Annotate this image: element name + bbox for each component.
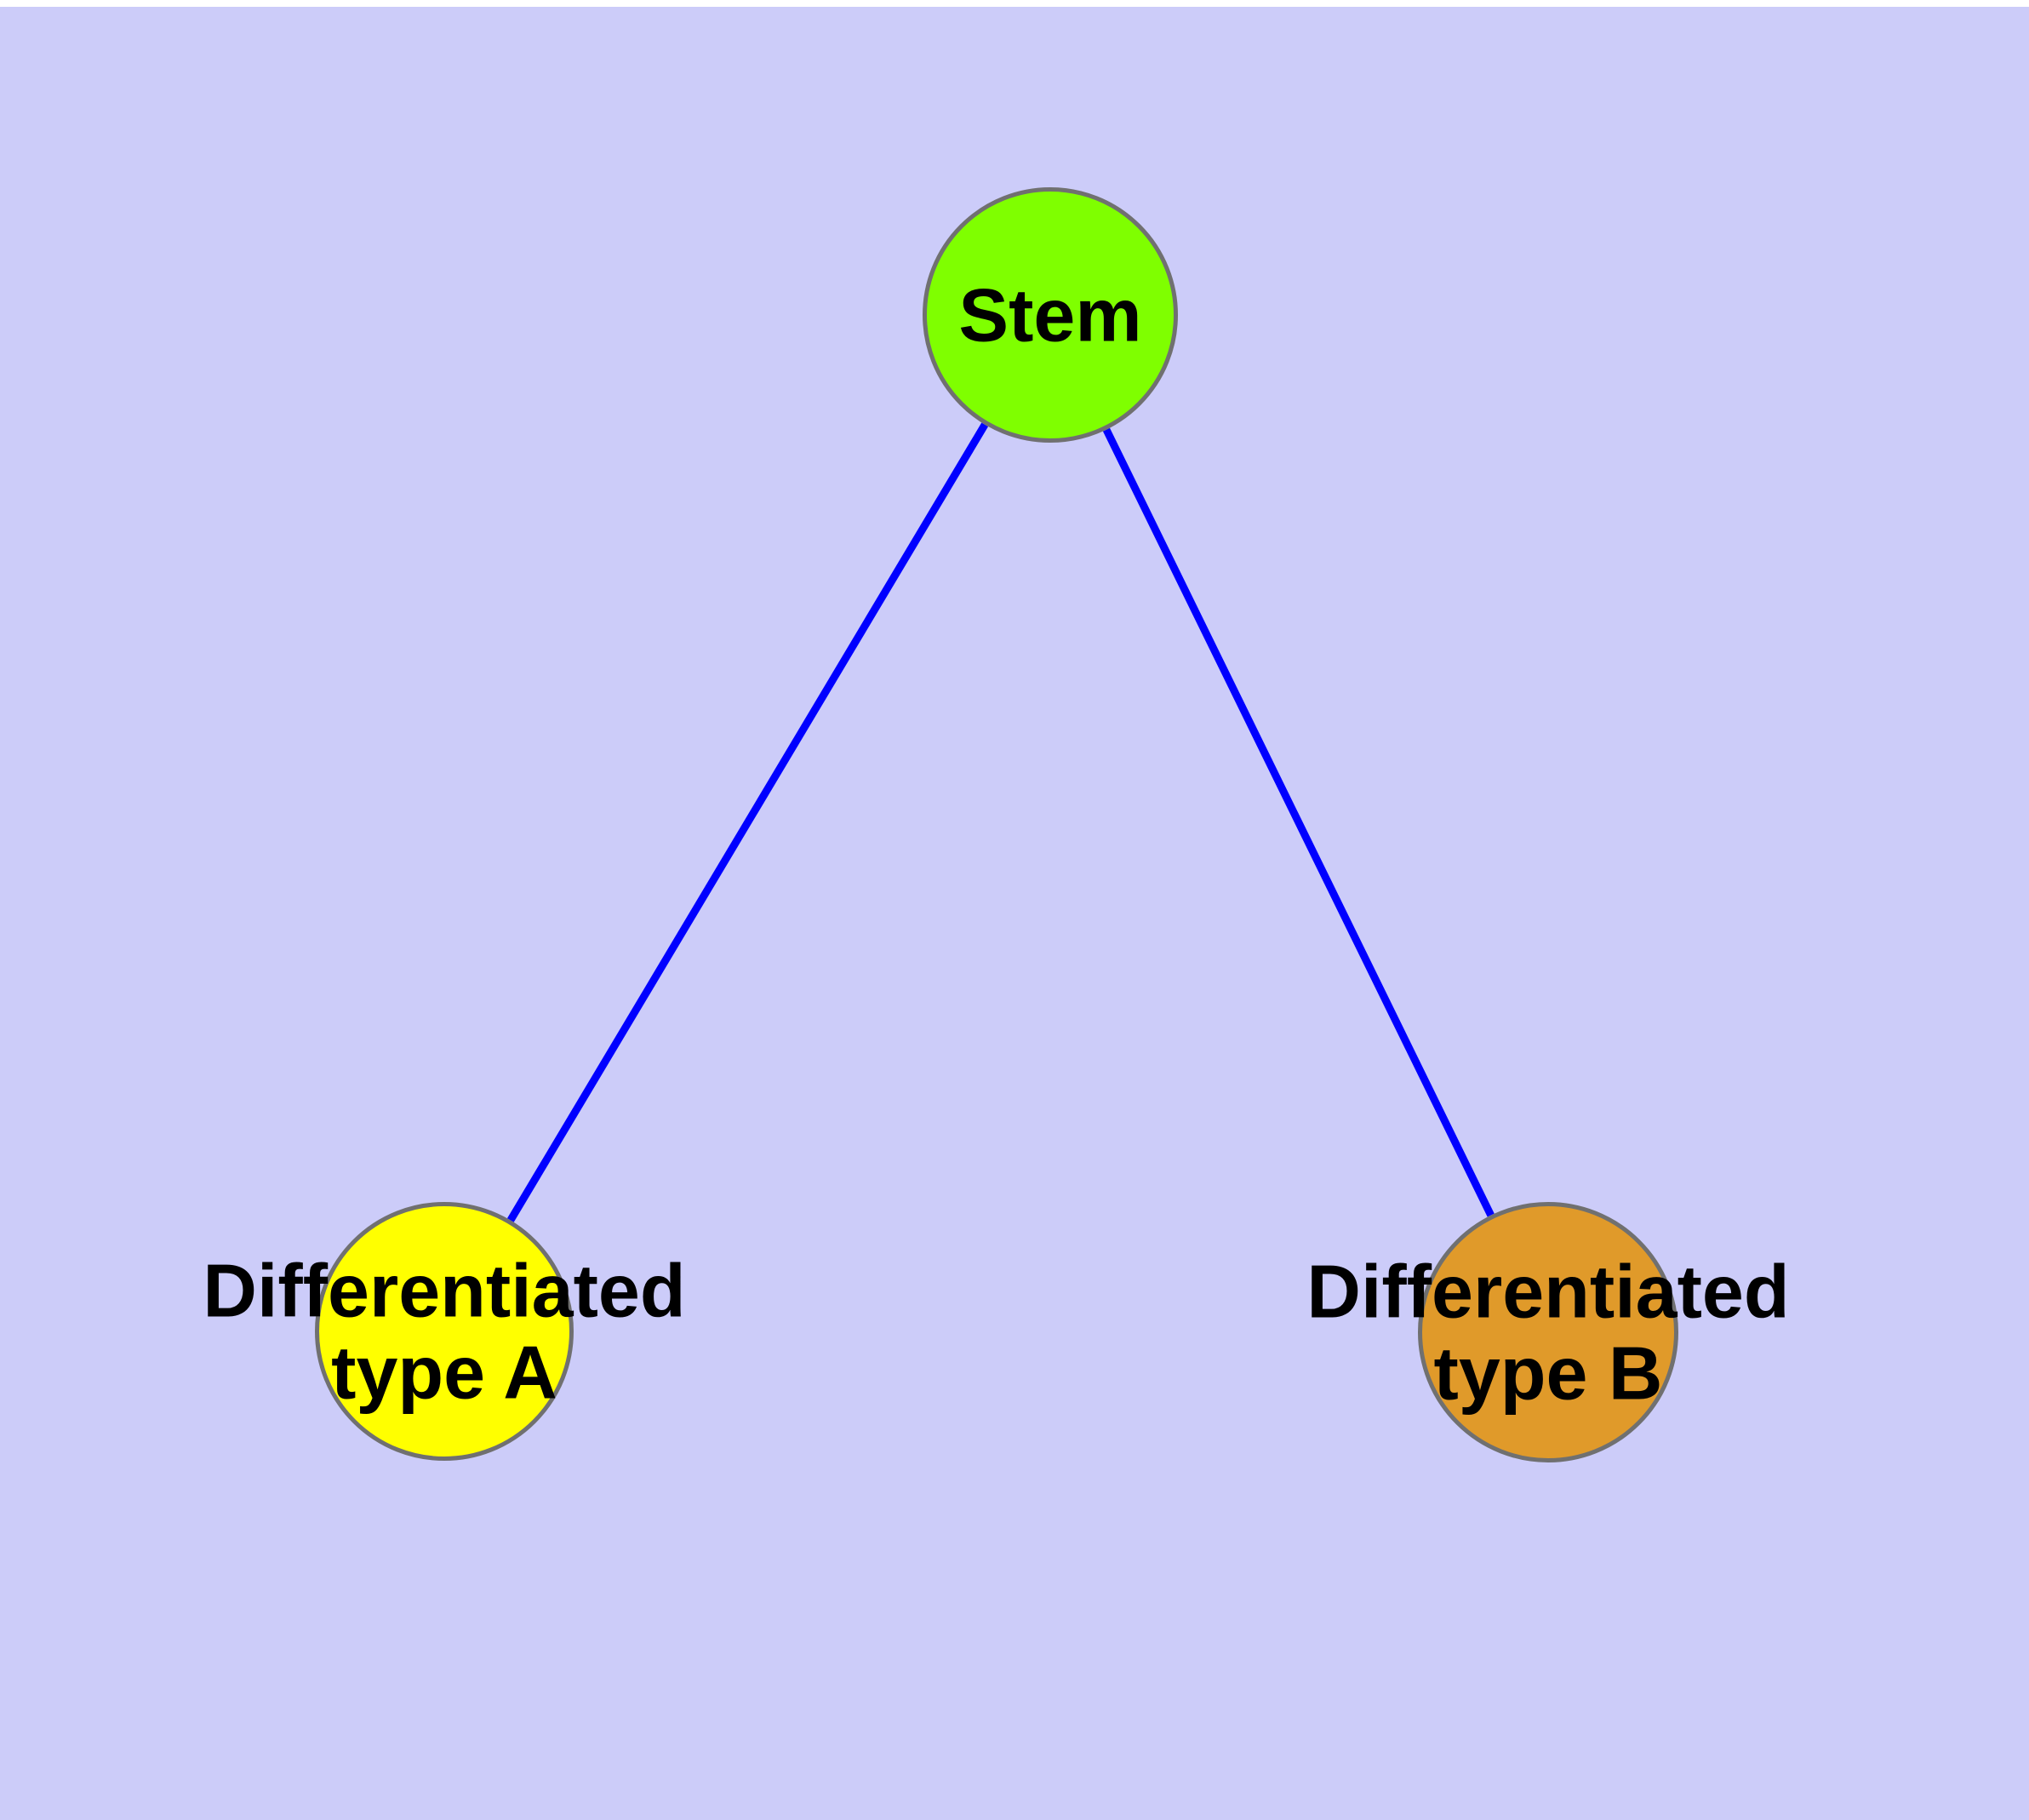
stem-node-label: Stem <box>958 273 1141 358</box>
edge-stem-to-type-a[interactable] <box>506 422 989 1222</box>
differentiated-type-a-node-label-line-1: Differentiated <box>203 1249 685 1333</box>
edges-layer <box>506 422 1495 1222</box>
stem-node[interactable] <box>923 187 1178 443</box>
stem-node-label-line-1: Stem <box>958 273 1141 358</box>
nodes-layer <box>315 187 1678 1462</box>
differentiated-type-b-node-label-line-2: type B <box>1434 1331 1663 1416</box>
edge-stem-to-type-b[interactable] <box>1102 427 1495 1217</box>
differentiated-type-a-node[interactable] <box>315 1202 574 1461</box>
differentiated-type-a-node-label-line-2: type A <box>331 1331 557 1415</box>
differentiated-type-b-node[interactable] <box>1418 1202 1678 1462</box>
differentiated-type-b-node-label-line-1: Differentiated <box>1306 1250 1789 1334</box>
